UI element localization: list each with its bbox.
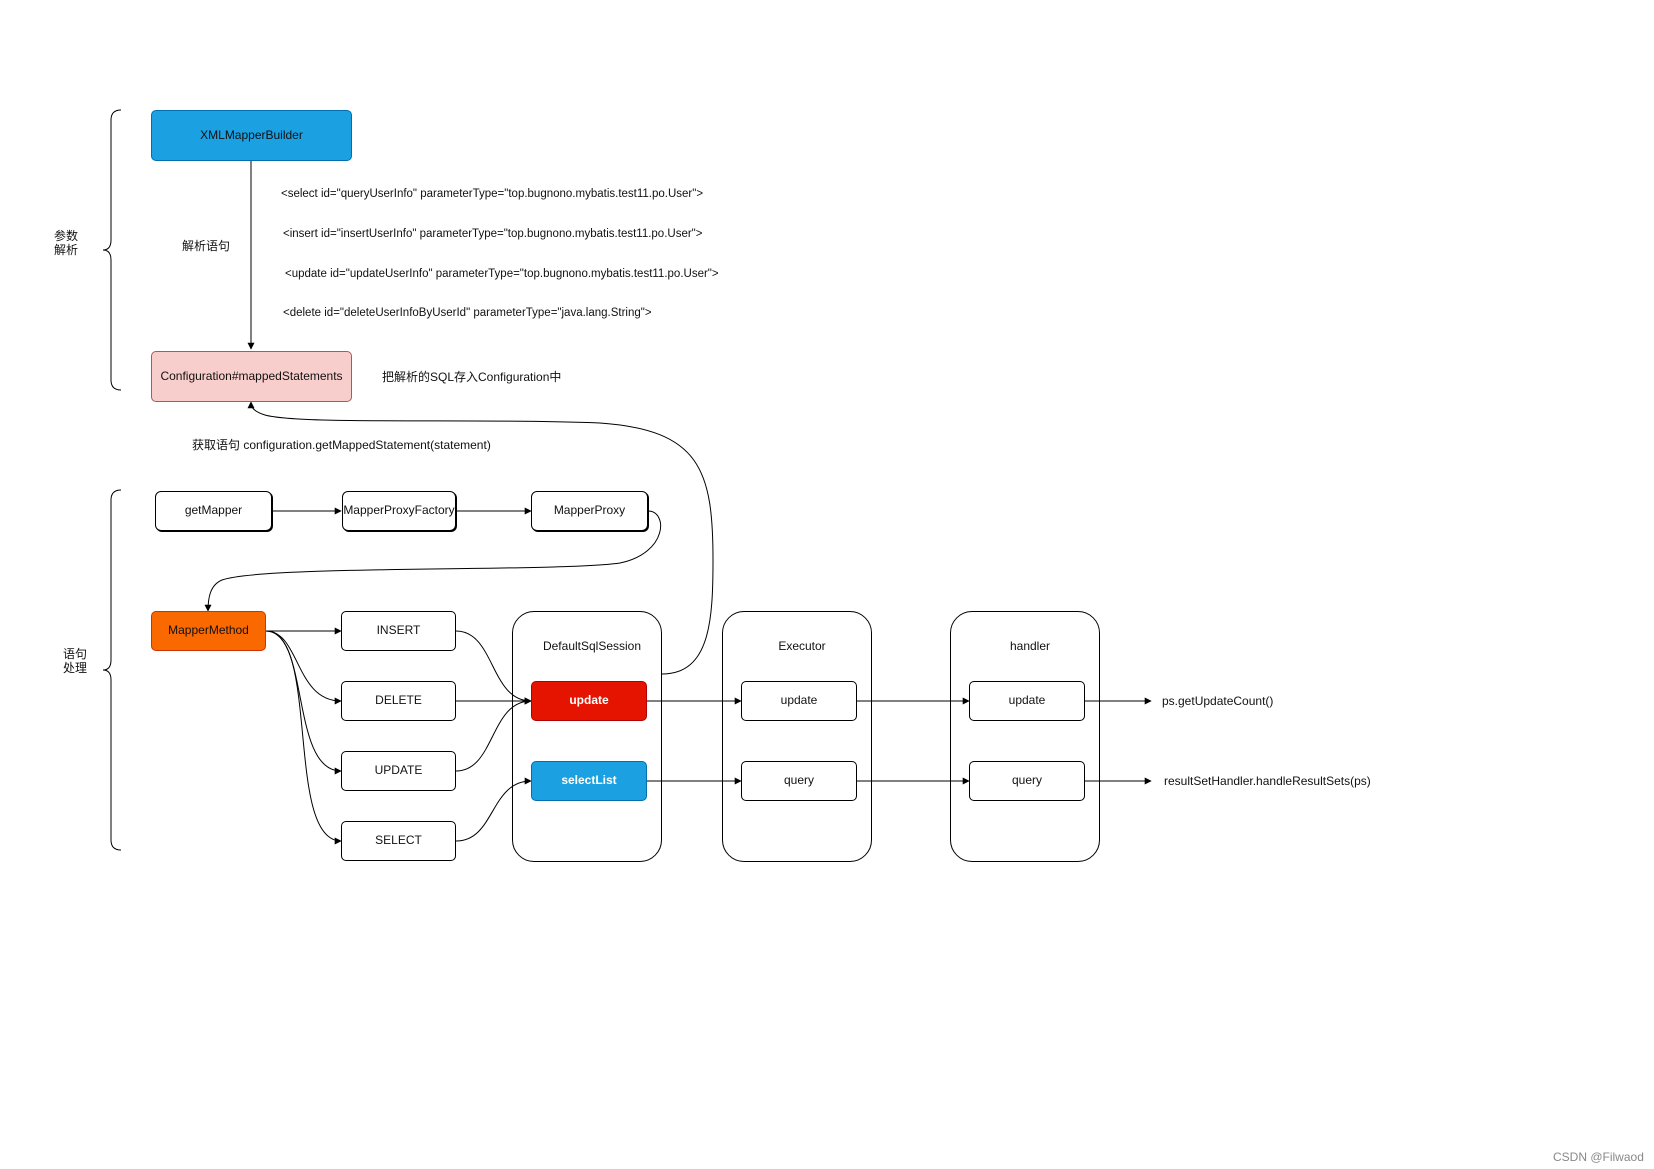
update-result-label: ps.getUpdateCount() xyxy=(1162,694,1274,708)
session-update-node[interactable]: update xyxy=(531,681,647,721)
query-result-label: resultSetHandler.handleResultSets(ps) xyxy=(1164,774,1371,788)
get-statement-label: 获取语句 configuration.getMappedStatement(st… xyxy=(192,438,491,452)
executor-group xyxy=(722,611,872,862)
delete-xml-text: <delete id="deleteUserInfoByUserId" para… xyxy=(283,307,652,319)
method-delete-arrow xyxy=(265,630,342,705)
session-select-list-node[interactable]: selectList xyxy=(531,761,647,801)
watermark: CSDN @Filwaod xyxy=(1553,1150,1644,1164)
handler-title: handler xyxy=(1009,639,1051,653)
update-to-update-arrow xyxy=(455,697,532,772)
configuration-node[interactable]: Configuration#mappedStatements xyxy=(151,351,352,402)
insert-to-update-arrow xyxy=(455,630,532,705)
sql-session-title: DefaultSqlSession xyxy=(542,639,642,653)
get-statement-arrow xyxy=(247,401,714,675)
executor-update-node[interactable]: update xyxy=(741,681,857,721)
select-xml-text: <select id="queryUserInfo" parameterType… xyxy=(281,188,704,200)
mapper-proxy-factory-node[interactable]: MapperProxyFactory xyxy=(342,491,456,531)
select-to-selectlist-arrow xyxy=(455,777,532,842)
handler-query-node[interactable]: query xyxy=(969,761,1085,801)
handler-update-node[interactable]: update xyxy=(969,681,1085,721)
statement-proc-bracket xyxy=(102,489,122,851)
delete-node[interactable]: DELETE xyxy=(341,681,456,721)
mapper-proxy-node[interactable]: MapperProxy xyxy=(531,491,648,531)
xml-mapper-builder-node[interactable]: XMLMapperBuilder xyxy=(151,110,352,161)
get-mapper-node[interactable]: getMapper xyxy=(155,491,272,531)
store-sql-label: 把解析的SQL存入Configuration中 xyxy=(382,370,562,384)
method-update-arrow xyxy=(265,630,342,775)
insert-xml-text: <insert id="insertUserInfo" parameterTyp… xyxy=(283,228,703,240)
update-xml-text: <update id="updateUserInfo" parameterTyp… xyxy=(285,268,719,280)
select-op-node[interactable]: SELECT xyxy=(341,821,456,861)
insert-node[interactable]: INSERT xyxy=(341,611,456,651)
handler-group xyxy=(950,611,1100,862)
executor-query-node[interactable]: query xyxy=(741,761,857,801)
update-op-node[interactable]: UPDATE xyxy=(341,751,456,791)
statement-proc-label: 语句 处理 xyxy=(62,647,87,676)
mapper-method-node[interactable]: MapperMethod xyxy=(151,611,266,651)
param-parse-bracket xyxy=(102,109,122,391)
method-select-arrow xyxy=(265,630,342,845)
parse-statement-label: 解析语句 xyxy=(182,239,231,253)
executor-title: Executor xyxy=(778,639,826,653)
sql-session-group xyxy=(512,611,662,862)
param-parse-label: 参数 解析 xyxy=(53,229,78,258)
proxy-to-method-arrow xyxy=(204,510,662,612)
